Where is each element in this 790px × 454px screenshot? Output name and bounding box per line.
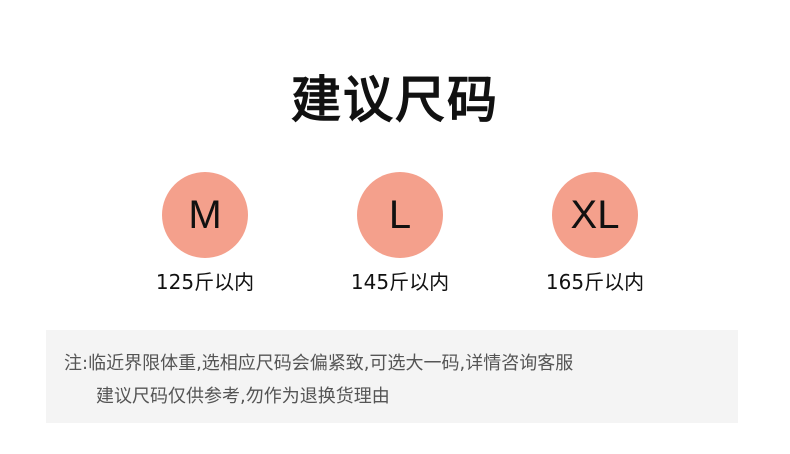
size-circle: M [162,172,248,258]
page-title: 建议尺码 [291,71,499,129]
size-option-l: L 145斤以内 [330,172,470,294]
note-line-1: 注:临近界限体重,选相应尺码会偏紧致,可选大一码,详情咨询客服 [64,353,574,374]
size-weight: 165斤以内 [545,270,645,294]
note-line-2: 建议尺码仅供参考,勿作为退换货理由 [96,386,390,407]
size-circle: XL [552,172,638,258]
size-option-xl: XL 165斤以内 [525,172,665,294]
size-option-m: M 125斤以内 [135,172,275,294]
size-weight: 145斤以内 [350,270,450,294]
size-circle: L [357,172,443,258]
size-weight: 125斤以内 [155,270,255,294]
note-box: 注:临近界限体重,选相应尺码会偏紧致,可选大一码,详情咨询客服 建议尺码仅供参考… [46,330,738,423]
